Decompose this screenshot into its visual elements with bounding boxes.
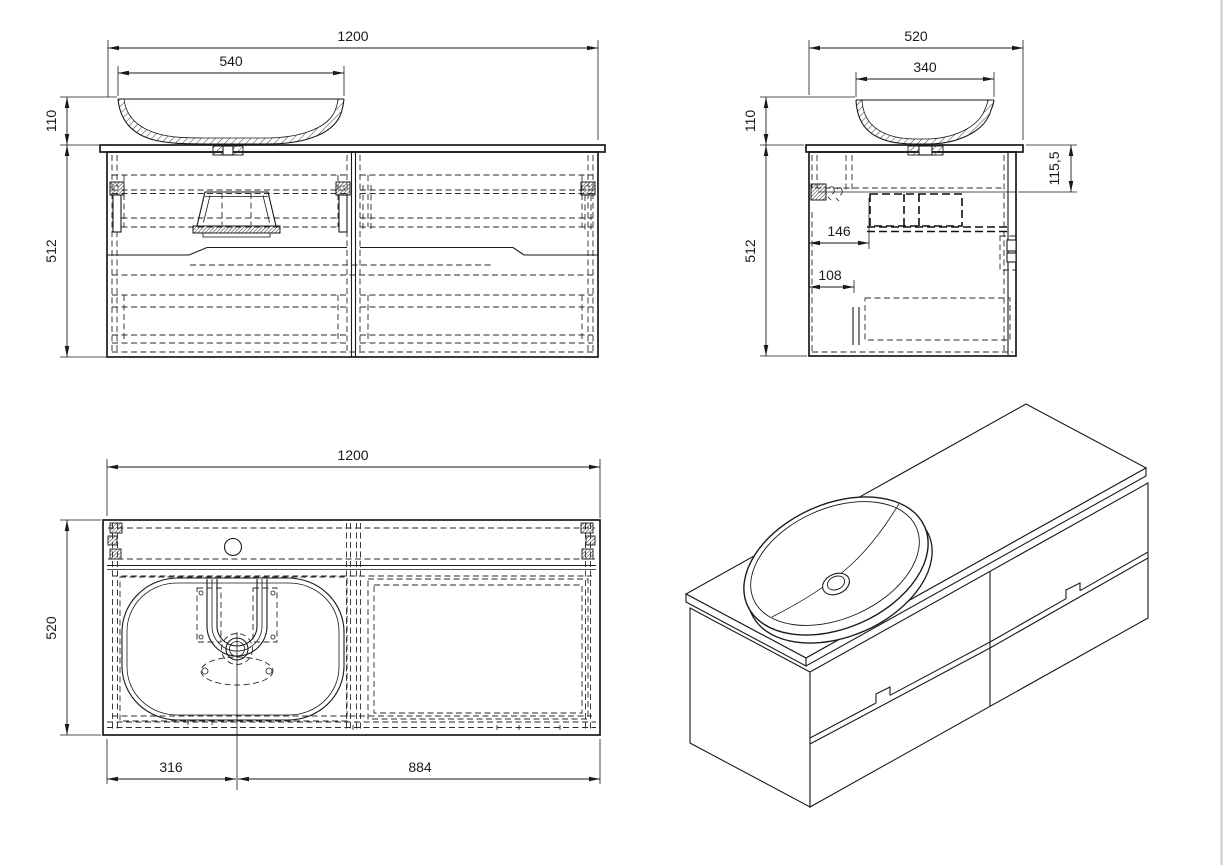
front-dim-total-width: 1200 (107, 28, 599, 140)
side-dim-counter-to-shelf-label: 115,5 (1046, 151, 1062, 185)
front-dim-total-width-label: 1200 (337, 28, 368, 44)
plan-view: 1200 520 316 884 (43, 447, 601, 790)
side-dim-total-depth-label: 520 (904, 28, 928, 44)
plan-dim-total-depth-label: 520 (43, 616, 59, 640)
front-dim-basin-width: 540 (117, 53, 345, 96)
front-dim-basin-width-label: 540 (219, 53, 243, 69)
side-dim-lower-inset: 108 (809, 267, 855, 293)
front-dim-basin-height-label: 110 (43, 110, 59, 133)
plan-dim-total-width-label: 1200 (337, 447, 368, 463)
plan-hidden-structure (107, 523, 596, 732)
side-dim-basin-depth: 340 (855, 59, 995, 97)
front-sink-wall-hatch (118, 99, 344, 144)
side-back-cutout (1006, 239, 1017, 252)
front-hidden-structure (111, 155, 594, 353)
plan-wall-brackets (107, 522, 596, 560)
plan-cabinet-outline (102, 519, 601, 736)
plan-dim-total-depth: 520 (43, 519, 101, 736)
side-view: 520 340 110 512 115,5 146 (742, 28, 1077, 357)
side-dim-basin-height: 110 (742, 96, 855, 146)
side-dim-shelf-inset: 146 (809, 198, 870, 249)
side-dim-basin-height-label: 110 (742, 110, 758, 133)
isometric-view (684, 403, 1149, 808)
plan-dim-drain-left: 316 (106, 739, 236, 784)
side-dim-lower-inset-label: 108 (818, 267, 842, 283)
plan-basin (121, 577, 345, 790)
iso-vessel-sink (743, 496, 933, 644)
side-vessel-sink (855, 99, 995, 156)
iso-drawer-lines (809, 551, 1149, 745)
plan-dim-drain-left-label: 316 (159, 759, 183, 775)
plan-faucet-hole (223, 537, 243, 557)
side-cabinet (805, 144, 1024, 357)
side-dim-shelf-inset-label: 146 (827, 223, 851, 239)
side-back-cutout (1006, 252, 1017, 263)
plan-dim-drain-right: 884 (238, 739, 601, 784)
front-siphon (192, 191, 281, 238)
front-cabinet (99, 144, 606, 358)
front-drawer-gap (107, 246, 598, 256)
front-wall-brackets (109, 181, 596, 233)
side-cabinet-outline (808, 151, 1017, 357)
iso-front-face (809, 482, 1149, 808)
side-dim-cabinet-height: 512 (742, 145, 807, 357)
front-view: 1200 540 110 512 (43, 28, 606, 358)
front-dim-cabinet-height-label: 512 (43, 239, 59, 263)
front-countertop (99, 144, 606, 153)
side-dim-basin-depth-label: 340 (913, 59, 937, 75)
iso-drain (822, 572, 850, 596)
front-dim-basin-height: 110 (43, 96, 117, 146)
front-dim-cabinet-height: 512 (43, 145, 106, 358)
plan-dim-total-width: 1200 (106, 447, 601, 518)
side-wall-bracket (810, 183, 843, 202)
side-dim-counter-to-shelf: 115,5 (1018, 144, 1077, 193)
side-dim-total-depth: 520 (808, 28, 1024, 140)
side-hidden-structure (811, 155, 1013, 353)
side-dim-cabinet-height-label: 512 (742, 239, 758, 263)
plan-dim-drain-right-label: 884 (408, 759, 432, 775)
front-vessel-sink (117, 98, 345, 156)
